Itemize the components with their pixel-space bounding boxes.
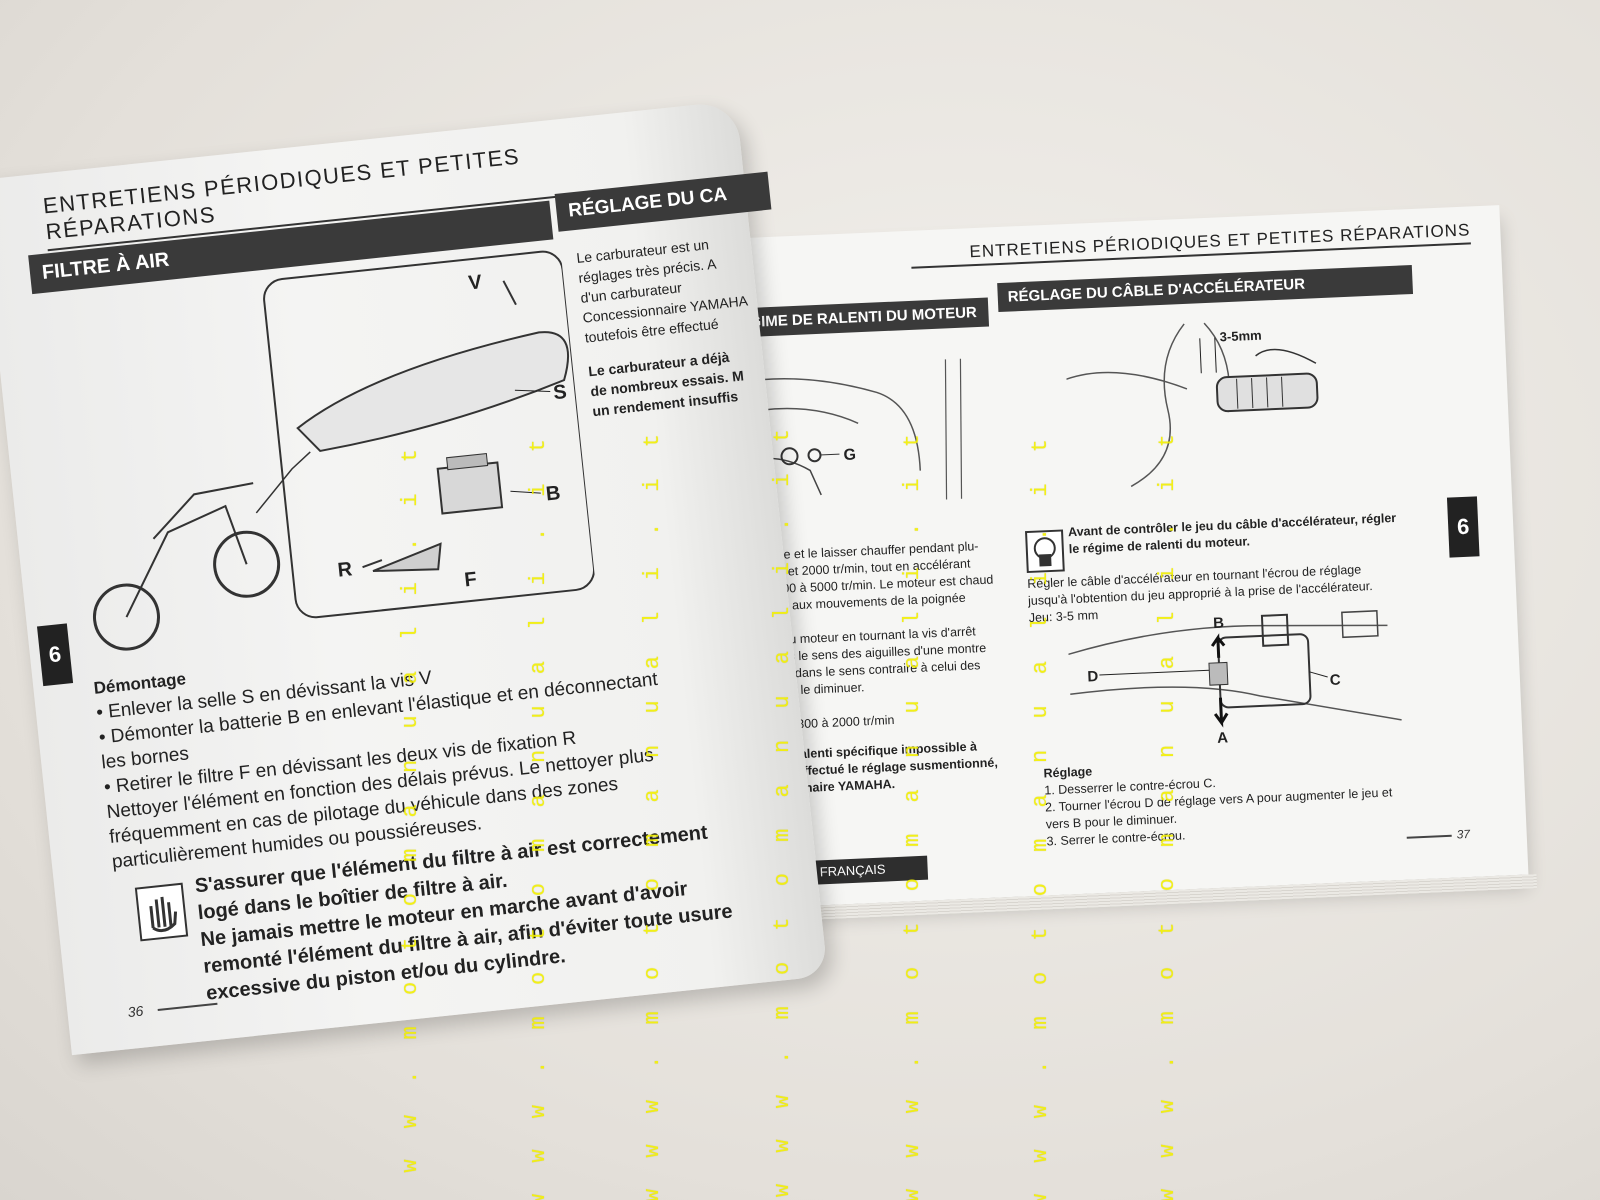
page-number-left: 36 bbox=[126, 1002, 145, 1021]
fig-label-c: C bbox=[1329, 671, 1341, 688]
fig-label-b: B bbox=[1213, 615, 1225, 632]
fig-label-a: A bbox=[1217, 729, 1229, 746]
cable-warning: Avant de contrôler le jeu du câble d'acc… bbox=[1067, 510, 1397, 557]
watermark-7: w w w . m o t o m a n u a l i . i t bbox=[1155, 425, 1180, 1200]
fig-label-g: G bbox=[843, 446, 856, 464]
watermark-6: w w w . m o t o m a n u a l i . i t bbox=[1028, 430, 1053, 1200]
fig-label-3-5mm: 3-5mm bbox=[1219, 328, 1262, 345]
fig-label-f: F bbox=[463, 568, 477, 591]
adjust-steps: Réglage 1. Desserrer le contre-écrou C. … bbox=[1043, 764, 1393, 849]
fig-label-v: V bbox=[467, 271, 483, 294]
chapter-tab: 6 bbox=[1446, 496, 1480, 558]
watermark-2: w w w . m o t o m a n u a l i . i t bbox=[526, 430, 551, 1200]
hand-warning-icon bbox=[1025, 529, 1065, 574]
page-number-rule bbox=[1406, 834, 1452, 839]
page-number-right: 37 bbox=[1456, 826, 1471, 842]
fig-label-b: B bbox=[545, 482, 562, 505]
watermark-5: w w w . m o t o m a n u a l i . i t bbox=[900, 425, 925, 1200]
watermark-1: w w w . m o t o m a n u a l i . i t bbox=[398, 440, 423, 1200]
left-page: ENTRETIENS PÉRIODIQUES ET PETITES RÉPARA… bbox=[0, 100, 828, 1056]
watermark-4: w w w . m o t o m a n u a l i . i t bbox=[770, 420, 795, 1198]
chapter-tab-left: 6 bbox=[36, 623, 74, 687]
fig-label-r: R bbox=[337, 558, 354, 581]
right-page: ENTRETIENS PÉRIODIQUES ET PETITES RÉPARA… bbox=[672, 205, 1538, 922]
fig-label-s: S bbox=[552, 381, 568, 404]
watermark-3: w w w . m o t o m a n u a l i . i t bbox=[640, 425, 665, 1200]
hand-stop-icon bbox=[134, 882, 189, 942]
throttle-figure: 3-5mm bbox=[1066, 322, 1319, 488]
right-page-header: ENTRETIENS PÉRIODIQUES ET PETITES RÉPARA… bbox=[910, 220, 1471, 269]
air-filter-figure: V S B R F bbox=[92, 250, 596, 651]
fig-label-d: D bbox=[1087, 668, 1099, 685]
section-cable-title: RÉGLAGE DU CÂBLE D'ACCÉLÉRATEUR bbox=[997, 264, 1414, 313]
carburetor-intro: Le carburateur est un réglages très préc… bbox=[575, 236, 749, 420]
cable-adjuster-figure: B D C A bbox=[1068, 610, 1402, 747]
